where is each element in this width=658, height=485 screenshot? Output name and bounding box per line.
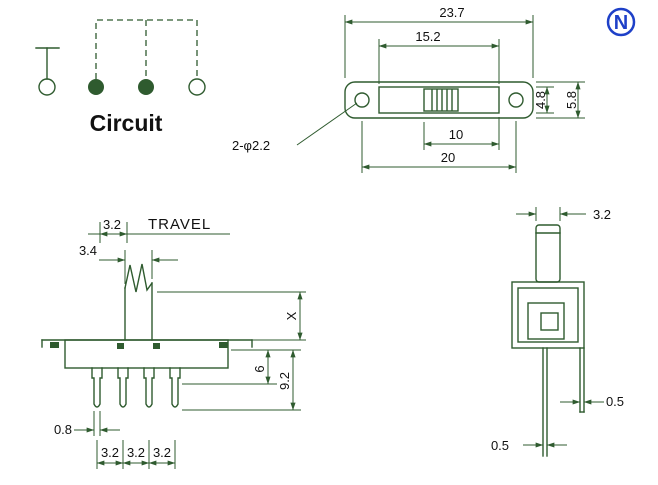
dim-label: X xyxy=(284,311,299,320)
top-view: 23.7 15.2 4.8 5.8 10 xyxy=(232,5,585,173)
dim-label: 5.8 xyxy=(564,91,579,109)
dim-body-to-pin-tip: 9.2 xyxy=(182,349,301,411)
mounting-hole-right xyxy=(508,92,524,108)
dim-hole-pitch: 20 xyxy=(361,121,517,173)
terminal-filled-1 xyxy=(88,79,104,95)
dim-label: 3.2 xyxy=(127,445,145,460)
dim-body-to-shoulder: 6 xyxy=(182,349,301,385)
dim-pin-pitch: 3.2 3.2 3.2 xyxy=(96,440,176,469)
leader-line xyxy=(296,102,358,146)
logo-circle xyxy=(606,7,636,37)
terminal-block xyxy=(527,302,565,340)
slider-knob xyxy=(423,88,459,112)
slide-slot xyxy=(378,86,500,114)
dim-label: 3.2 xyxy=(593,207,611,222)
front-view: 3.2 TRAVEL 3.4 X xyxy=(41,216,306,469)
body-side-inner xyxy=(517,287,579,343)
brand-logo: N xyxy=(606,7,636,37)
dim-pin-width: 0.8 xyxy=(54,411,120,437)
body-side-outer xyxy=(511,281,585,349)
pin-4 xyxy=(169,367,181,408)
hole-note-label: 2-φ2.2 xyxy=(232,138,270,153)
dim-slot-outer: 15.2 xyxy=(378,29,500,84)
solder-tab-right xyxy=(219,342,228,348)
circuit-label: Circuit xyxy=(90,110,163,136)
dim-label: 10 xyxy=(449,127,463,142)
travel-label: TRAVEL xyxy=(148,216,211,233)
mounting-hole-left xyxy=(354,92,370,108)
pin-1 xyxy=(91,367,103,408)
dim-label: 4.8 xyxy=(533,91,548,109)
dim-side-width: 3.2 xyxy=(516,207,611,222)
dim-label: 9.2 xyxy=(277,372,292,390)
dim-label: 3.2 xyxy=(101,445,119,460)
dim-label: 0.8 xyxy=(54,422,72,437)
dim-label: 6 xyxy=(252,365,267,372)
dim-label: 0.5 xyxy=(606,394,624,409)
dim-label: 3.2 xyxy=(103,217,121,232)
side-view: 3.2 0.5 0.5 xyxy=(491,207,624,457)
dim-bracket-thickness: 0.5 xyxy=(560,394,624,409)
circuit-diagram: Circuit xyxy=(35,19,206,136)
hole-note: 2-φ2.2 xyxy=(232,102,358,153)
terminal-open-left xyxy=(38,78,56,96)
dim-travel-slot: 10 xyxy=(423,117,500,150)
terminal-open-right xyxy=(188,78,206,96)
pin-2 xyxy=(117,367,129,408)
dim-label: 3.2 xyxy=(153,445,171,460)
dim-label: 3.4 xyxy=(79,243,97,258)
dim-inner-height: 4.8 xyxy=(533,86,554,114)
dim-label: 0.5 xyxy=(491,438,509,453)
terminal-filled-2 xyxy=(138,79,154,95)
pin-3 xyxy=(143,367,155,408)
dim-total-width: 23.7 xyxy=(344,5,534,78)
dim-label: 20 xyxy=(441,150,455,165)
switch-body-front xyxy=(64,339,229,369)
contact-detail xyxy=(540,312,559,331)
switch-body-outline xyxy=(344,81,534,119)
dim-knob-width: 3.4 xyxy=(79,243,178,284)
dim-body-height: 5.8 xyxy=(536,81,585,119)
knob-base-right xyxy=(153,343,160,349)
dim-label: 15.2 xyxy=(415,29,440,44)
dim-label: 23.7 xyxy=(439,5,464,20)
knob-base-left xyxy=(117,343,124,349)
break-zigzag xyxy=(124,263,153,293)
logo-letter: N xyxy=(614,12,628,34)
solder-tab-left xyxy=(50,342,59,348)
dim-travel: 3.2 TRAVEL xyxy=(88,216,230,243)
dim-side-pin-thickness: 0.5 xyxy=(491,438,567,453)
dim-actuator-height: X xyxy=(157,291,306,341)
